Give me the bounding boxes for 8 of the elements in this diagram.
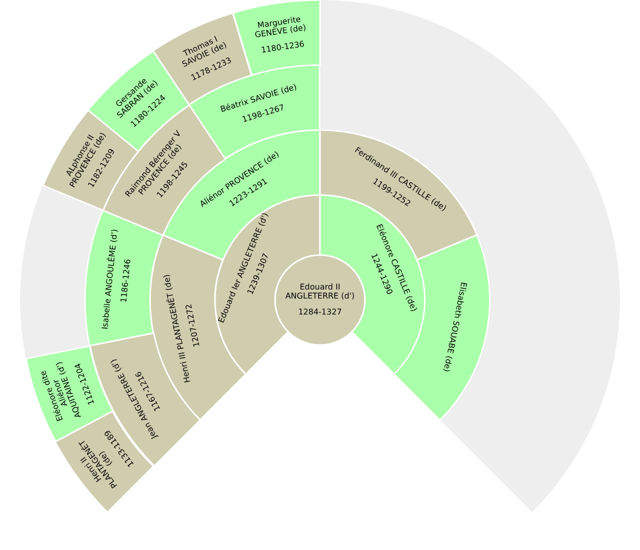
person-name: Edouard II ANGLETERRE (d') (284, 282, 356, 302)
person-name: Elisabeth SOUABE (de) (441, 281, 468, 372)
life-dates: 1284-1327 (298, 308, 342, 318)
ancestor-sector (85, 210, 163, 346)
life-dates: 1180-1236 (260, 40, 305, 56)
life-dates: 1186-1246 (120, 258, 134, 304)
ancestor-sector (232, 0, 320, 76)
person-name: Isabelle ANGOULÊME (d') (100, 228, 120, 330)
